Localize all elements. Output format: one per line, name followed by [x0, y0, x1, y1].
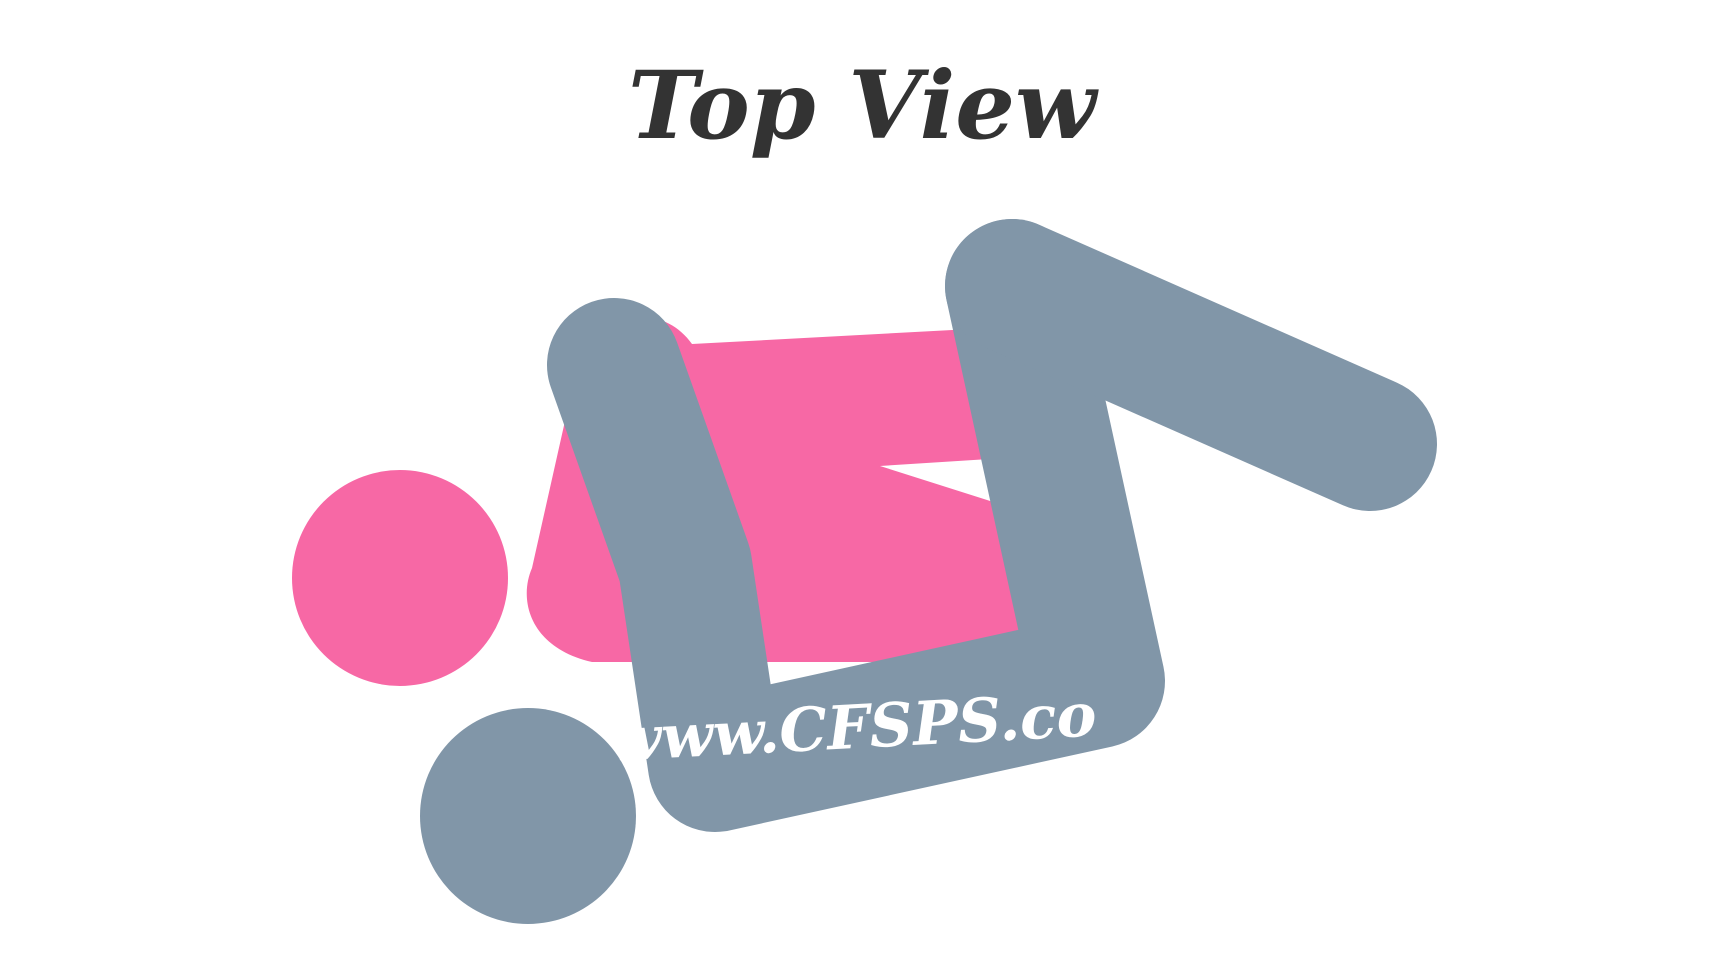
gray-figure-head	[420, 708, 636, 924]
diagram-title: Top View	[628, 51, 1099, 161]
gray-figure-torso	[547, 219, 1165, 832]
gray-figure-limbs	[547, 219, 1437, 832]
gray-figure	[420, 219, 1437, 924]
gray-figure-arm	[945, 219, 1437, 511]
pink-figure-head	[292, 470, 508, 686]
